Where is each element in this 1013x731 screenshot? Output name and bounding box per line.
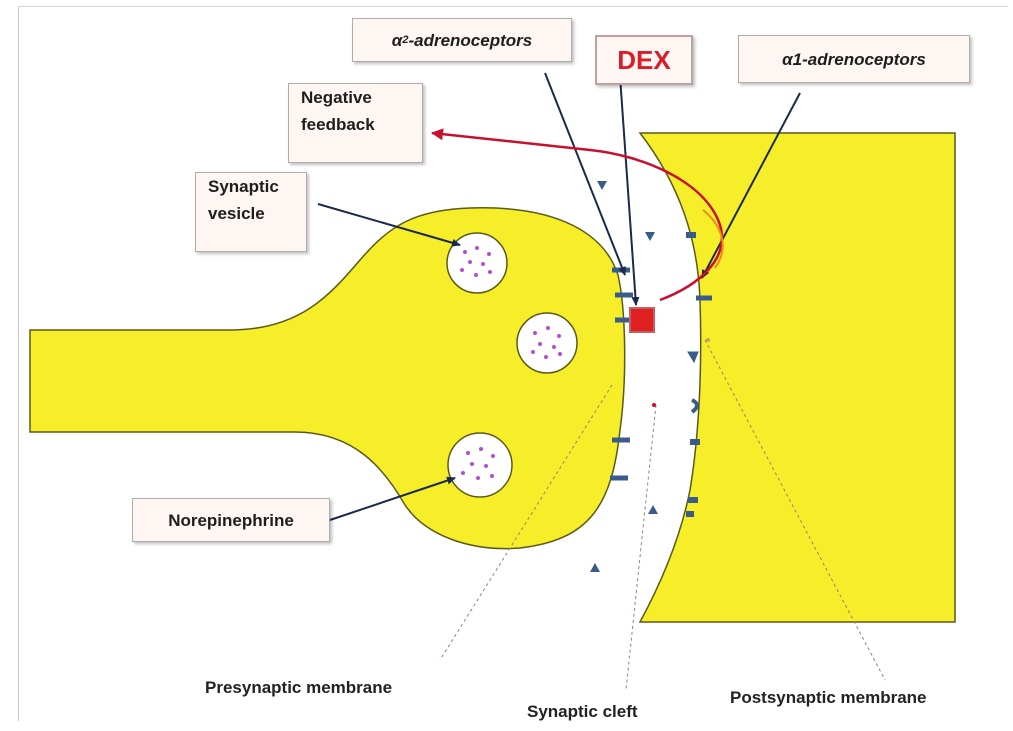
synaptic-vesicle-3 (448, 433, 512, 497)
cleft-point (652, 403, 656, 407)
synaptic-vesicle-2 (517, 313, 577, 373)
synaptic-vesicle-label: Synaptic vesicle (195, 172, 307, 252)
postsynaptic-membrane-label: Postsynaptic membrane (730, 688, 927, 708)
presynaptic-membrane-label: Presynaptic membrane (205, 678, 392, 698)
synaptic-vesicle-line2: vesicle (208, 200, 265, 227)
synaptic-cleft-label: Synaptic cleft (527, 702, 638, 722)
synaptic-vesicle-line1: Synaptic (208, 173, 279, 200)
alpha2-prefix: α (392, 27, 403, 54)
dex-label: DEX (595, 35, 693, 85)
negative-feedback-line1: Negative (301, 84, 372, 111)
dex-marker (630, 308, 654, 332)
negative-feedback-label: Negative feedback (288, 83, 423, 163)
postsynaptic-point (706, 338, 710, 342)
alpha1-adrenoceptors-label: α1-adrenoceptors (738, 35, 970, 83)
synaptic-vesicle-1 (447, 233, 507, 293)
norepinephrine-label: Norepinephrine (132, 498, 330, 542)
alpha2-suffix: -adrenoceptors (408, 27, 532, 54)
postsynaptic-neuron (640, 133, 955, 622)
negative-feedback-line2: feedback (301, 111, 375, 138)
